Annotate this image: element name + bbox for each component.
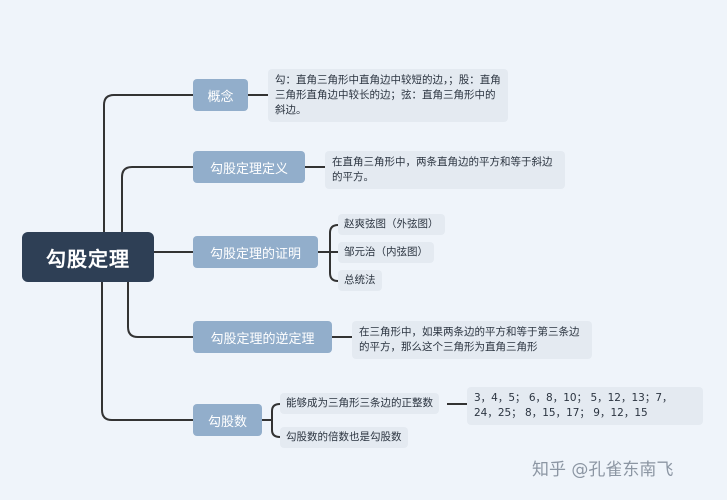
leaf-theorem-definition-text: 在直角三角形中，两条直角边的平方和等于斜边的平方。 [332,156,553,183]
leaf-converse-theorem: 在三角形中，如果两条边的平方和等于第三条边的平方，那么这个三角形为直角三角形 [352,321,592,359]
branch-theorem-definition[interactable]: 勾股定理定义 [193,151,305,183]
branch-proofs-label: 勾股定理的证明 [209,246,301,262]
leaf-proof-zou-yuanzhi-text: 邹元治（内弦图） [344,246,428,258]
leaf-proof-president-text: 总统法 [344,274,376,286]
root-topic-label: 勾股定理 [46,246,130,271]
branch-pythagorean-triples-label: 勾股数 [207,414,247,430]
leaf-concept-definition-text: 勾：直角三角形中直角边中较短的边，；股：直角三角形直角边中较长的边；弦：直角三角… [275,74,501,116]
watermark: 知乎 @孔雀东南飞 [532,460,674,480]
branch-proofs[interactable]: 勾股定理的证明 [193,236,318,268]
root-topic[interactable]: 勾股定理 [22,232,154,282]
leaf-proof-zou-yuanzhi: 邹元治（内弦图） [338,242,434,263]
leaf-proof-zhao-shuang-text: 赵爽弦图（外弦图） [344,218,439,230]
leaf-triples-definition-text: 能够成为三角形三条边的正整数 [286,397,433,409]
branch-converse-theorem[interactable]: 勾股定理的逆定理 [193,321,332,353]
leaf-triples-definition: 能够成为三角形三条边的正整数 [280,393,439,414]
branch-concept[interactable]: 概念 [193,79,248,111]
leaf-concept-definition: 勾：直角三角形中直角边中较短的边，；股：直角三角形直角边中较长的边；弦：直角三角… [268,69,508,122]
branch-pythagorean-triples[interactable]: 勾股数 [193,404,262,436]
leaf-proof-zhao-shuang: 赵爽弦图（外弦图） [338,214,445,235]
leaf-triples-examples-text: 3，4，5； 6，8，10； 5，12，13；7，24，25； 8，15，17；… [474,392,673,419]
leaf-proof-president: 总统法 [338,270,382,291]
leaf-triples-examples: 3，4，5； 6，8，10； 5，12，13；7，24，25； 8，15，17；… [467,387,703,425]
leaf-triples-multiples: 勾股数的倍数也是勾股数 [280,427,408,448]
leaf-triples-multiples-text: 勾股数的倍数也是勾股数 [286,431,402,443]
leaf-converse-theorem-text: 在三角形中，如果两条边的平方和等于第三条边的平方，那么这个三角形为直角三角形 [359,326,580,353]
leaf-theorem-definition: 在直角三角形中，两条直角边的平方和等于斜边的平方。 [325,151,565,189]
branch-theorem-definition-label: 勾股定理定义 [209,161,288,177]
branch-concept-label: 概念 [207,89,234,105]
branch-converse-theorem-label: 勾股定理的逆定理 [210,331,315,347]
